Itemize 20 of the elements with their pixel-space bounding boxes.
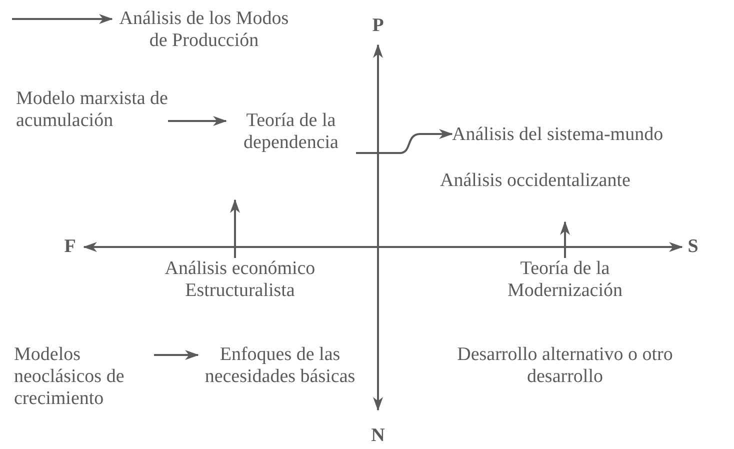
axis-label: P xyxy=(372,15,384,37)
concept-text: Análisis del sistema-mundo xyxy=(452,124,722,148)
arrow xyxy=(356,129,453,154)
axis-label: N xyxy=(371,425,385,447)
concept-text: Desarrollo alternativo o otro desarrollo xyxy=(440,344,690,390)
axis-label: S xyxy=(688,236,698,258)
axis-label: F xyxy=(64,236,76,258)
arrow xyxy=(168,116,227,126)
concept-text: Modelos neoclásicos de crecimiento xyxy=(14,344,154,412)
concept-text: Análisis occidentalizante xyxy=(440,170,690,222)
concept-text: Modelo marxista de acumulación xyxy=(16,88,168,134)
concept-text: Análisis de los Modos de Producción xyxy=(112,8,296,56)
concept-text: Teoría de la Modernización xyxy=(480,258,650,304)
arrow xyxy=(560,221,570,258)
arrow xyxy=(12,14,113,24)
concept-text: Análisis económico Estructuralista xyxy=(130,258,350,304)
concept-text: Teoría de la dependencia xyxy=(226,110,356,200)
arrow xyxy=(230,199,240,258)
arrow xyxy=(154,350,199,360)
concept-text: Enfoques de las necesidades básicas xyxy=(200,344,360,412)
